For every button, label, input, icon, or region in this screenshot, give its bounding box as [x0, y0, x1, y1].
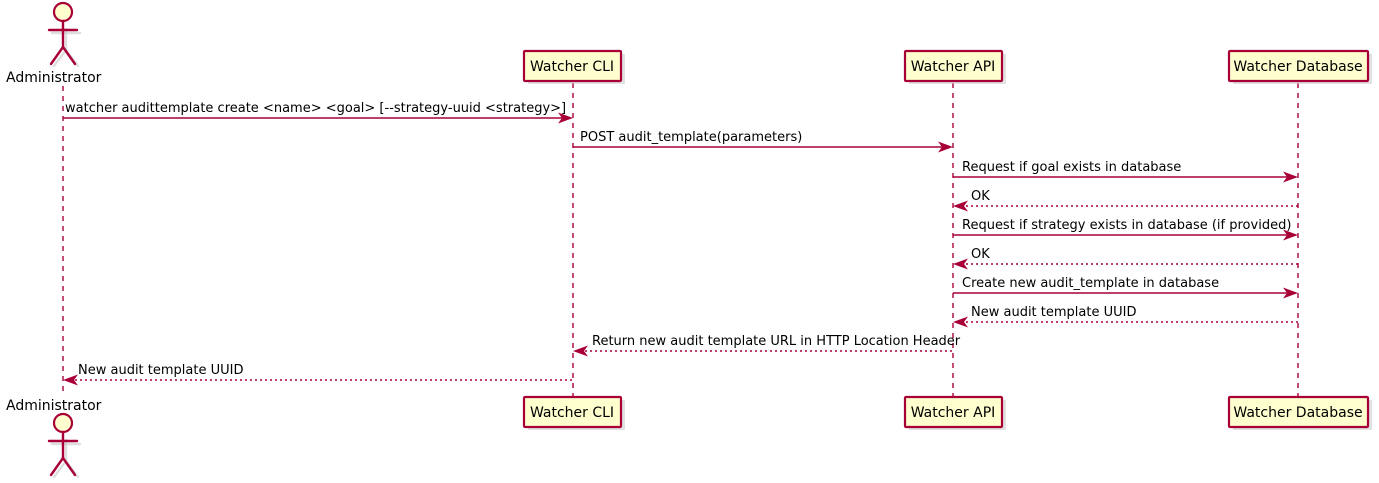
- actor-administrator-bottom[interactable]: Administrator: [6, 398, 102, 479]
- participant-box-watcher-api-top[interactable]: Watcher API: [903, 49, 1006, 84]
- message-5-label: Request if strategy exists in database (…: [962, 218, 1291, 233]
- box-rect: [1227, 49, 1370, 83]
- actor-leg-left: [49, 45, 65, 66]
- message-2-label: POST audit_template(parameters): [580, 130, 802, 145]
- actor-head-icon: [52, 412, 74, 434]
- actor-leg-left: [49, 456, 65, 477]
- actor-label-administrator-bottom: Administrator: [6, 398, 102, 414]
- lifelines: [62, 83, 1299, 396]
- message-4-label: OK: [971, 189, 990, 204]
- participant-box-watcher-cli-top[interactable]: Watcher CLI: [522, 49, 625, 84]
- message-3-label: Request if goal exists in database: [962, 160, 1181, 175]
- actor-label-administrator-top: Administrator: [6, 70, 102, 86]
- participant-label-watcher-api-top: Watcher API: [911, 59, 996, 75]
- message-8[interactable]: New audit template UUID: [953, 305, 1298, 328]
- message-9-arrowhead: [573, 345, 588, 357]
- message-4[interactable]: OK: [953, 189, 1298, 212]
- message-6-arrowhead: [953, 258, 968, 270]
- actor-head-icon: [52, 1, 74, 23]
- participant-box-watcher-api-bottom[interactable]: Watcher API: [903, 395, 1006, 430]
- message-8-label: New audit template UUID: [971, 305, 1136, 320]
- actor-leg-right: [61, 456, 77, 477]
- box-rect: [522, 49, 623, 83]
- message-9[interactable]: Return new audit template URL in HTTP Lo…: [573, 334, 961, 357]
- message-10[interactable]: New audit template UUID: [63, 363, 572, 386]
- message-5[interactable]: Request if strategy exists in database (…: [953, 218, 1298, 241]
- message-3[interactable]: Request if goal exists in database: [953, 160, 1298, 183]
- actor-administrator-top[interactable]: Administrator: [6, 1, 102, 86]
- participant-box-watcher-cli-bottom[interactable]: Watcher CLI: [522, 395, 625, 430]
- participant-box-watcher-database-bottom[interactable]: Watcher Database: [1227, 395, 1372, 430]
- message-7[interactable]: Create new audit_template in database: [953, 276, 1298, 299]
- message-1[interactable]: watcher audittemplate create <name> <goa…: [63, 101, 573, 124]
- participant-box-watcher-database-top[interactable]: Watcher Database: [1227, 49, 1372, 84]
- box-rect: [522, 395, 623, 429]
- actor-bottom-shadow: [50, 438, 82, 479]
- message-6[interactable]: OK: [953, 247, 1298, 270]
- participant-label-watcher-api-bottom: Watcher API: [911, 405, 996, 421]
- box-rect: [903, 49, 1004, 83]
- message-9-label: Return new audit template URL in HTTP Lo…: [592, 334, 961, 349]
- participant-label-watcher-cli-top: Watcher CLI: [530, 59, 614, 75]
- actor-top-shadow: [50, 27, 82, 68]
- box-rect: [903, 395, 1004, 429]
- participant-label-watcher-database-top: Watcher Database: [1233, 59, 1362, 75]
- message-6-label: OK: [971, 247, 990, 262]
- participant-label-watcher-database-bottom: Watcher Database: [1233, 405, 1362, 421]
- message-7-label: Create new audit_template in database: [962, 276, 1219, 291]
- message-8-arrowhead: [953, 316, 968, 328]
- actor-leg-right: [61, 45, 77, 66]
- message-2[interactable]: POST audit_template(parameters): [573, 130, 953, 153]
- message-3-arrowhead: [1283, 171, 1298, 183]
- participant-label-watcher-cli-bottom: Watcher CLI: [530, 405, 614, 421]
- message-10-arrowhead: [63, 374, 78, 386]
- message-10-label: New audit template UUID: [78, 363, 243, 378]
- message-5-arrowhead: [1283, 229, 1298, 241]
- box-rect: [1227, 395, 1370, 429]
- message-4-arrowhead: [953, 200, 968, 212]
- message-7-arrowhead: [1283, 287, 1298, 299]
- message-2-arrowhead: [938, 141, 953, 153]
- message-1-arrowhead: [558, 112, 573, 124]
- message-1-label: watcher audittemplate create <name> <goa…: [65, 101, 566, 116]
